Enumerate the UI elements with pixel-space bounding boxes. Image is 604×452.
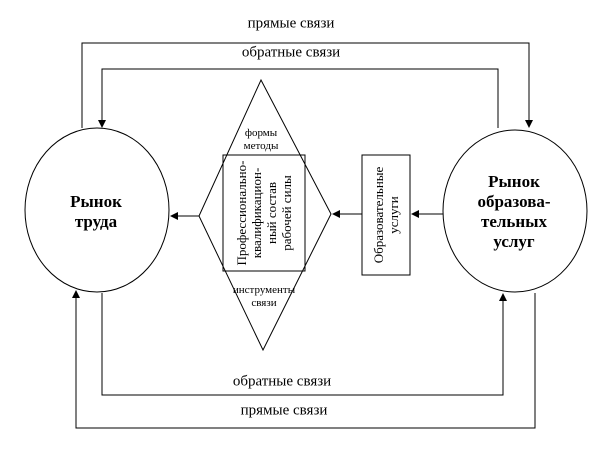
text-line: квалификацион- xyxy=(249,167,264,259)
text-line: связи xyxy=(251,297,277,309)
diamond xyxy=(198,78,332,352)
text-line: формы xyxy=(244,127,278,139)
text-line: Рынок xyxy=(70,192,122,211)
top-feedback-label: обратные связи xyxy=(241,44,341,61)
text-line: услуг xyxy=(493,232,535,251)
text-line: методы xyxy=(243,140,279,152)
bottom-feedback-arrow xyxy=(101,293,507,396)
edu-services-label: Образовательные услуги xyxy=(371,167,401,264)
diamond-bottom-label: инструменты связи xyxy=(233,284,295,310)
diamond-top-label: формы методы xyxy=(244,127,279,153)
bottom-direct-arrow xyxy=(72,290,536,429)
text-line: ный состав xyxy=(264,181,279,245)
edu-services-box xyxy=(361,154,411,276)
top-feedback-arrow xyxy=(98,68,499,128)
text-line: услуги xyxy=(386,196,401,234)
text-line: труда xyxy=(74,212,118,231)
text-line: Профессионально- xyxy=(234,160,249,266)
workforce-label: Профессионально- квалификацион- ный сост… xyxy=(234,161,294,266)
labor-market-label: Рынок труда xyxy=(70,192,122,232)
edu-market-ellipse xyxy=(442,129,588,293)
text-line: Рынок xyxy=(488,172,540,191)
text-line: рабочей силы xyxy=(279,175,294,251)
edu-market-label: Рынок образова- тельных услуг xyxy=(477,172,550,252)
text-line: инструменты xyxy=(232,284,296,296)
workforce-box xyxy=(222,154,306,272)
text-line: Образовательные xyxy=(371,166,386,264)
top-direct-label: прямые связи xyxy=(247,15,335,32)
text-line: образова- xyxy=(477,192,551,211)
bottom-direct-label: прямые связи xyxy=(240,402,328,419)
bottom-feedback-label: обратные связи xyxy=(232,373,332,390)
labor-market-ellipse xyxy=(24,127,170,293)
top-direct-arrow xyxy=(81,42,533,128)
text-line: тельных xyxy=(480,212,547,231)
